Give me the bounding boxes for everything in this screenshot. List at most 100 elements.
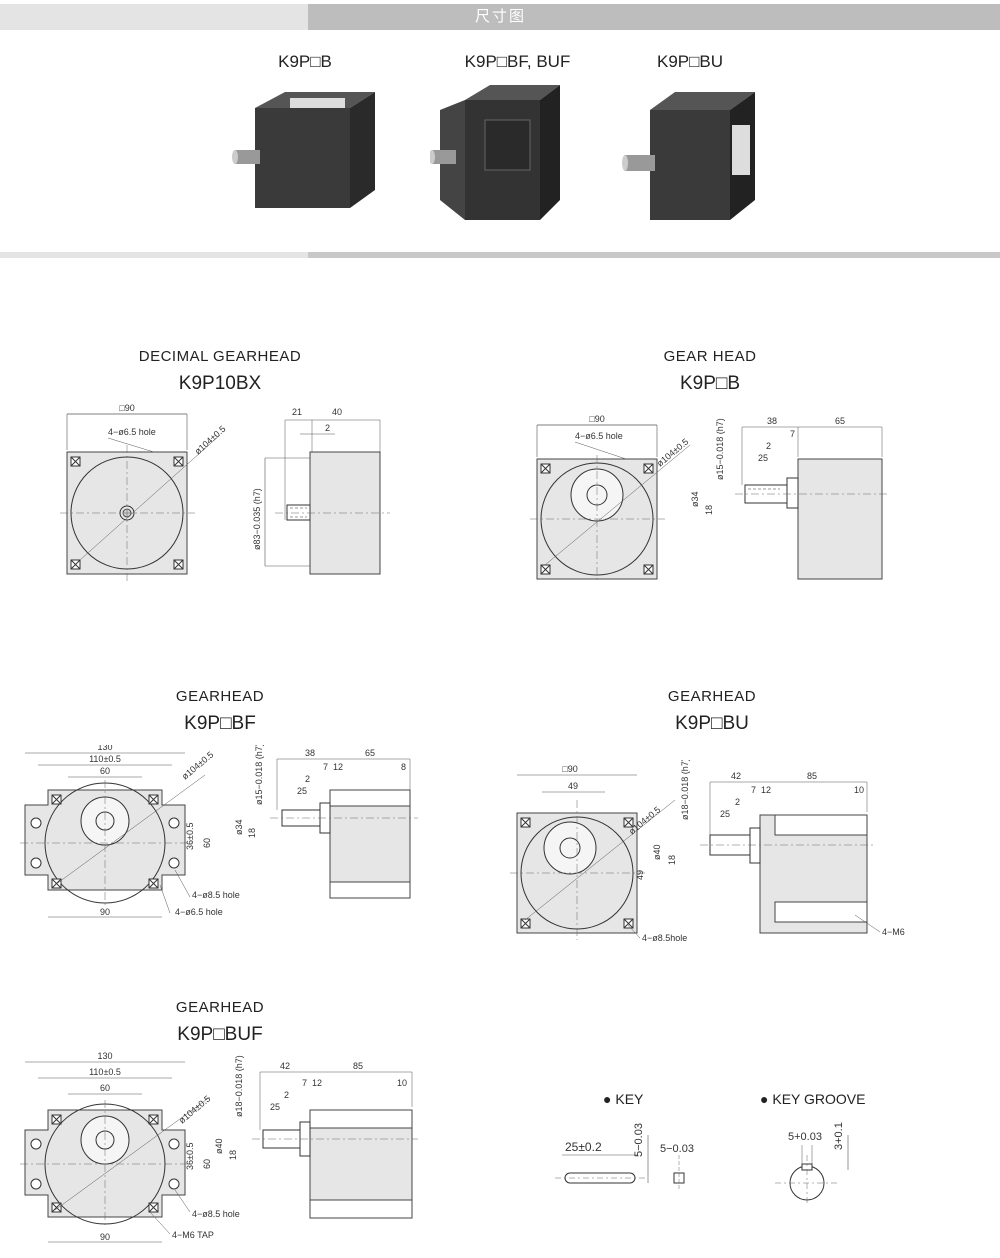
dim-36: 36±0.5 bbox=[185, 823, 195, 850]
dim-shaft: ø18−0.018 (h7) bbox=[680, 760, 690, 820]
dim-65: 65 bbox=[835, 416, 845, 426]
caption-gear-bu: GEARHEAD K9P□BU bbox=[612, 688, 812, 735]
drawing-key-groove: 5+0.03 3+0.1 bbox=[775, 1122, 849, 1205]
drawing-model: K9P□BUF bbox=[177, 1024, 263, 1045]
dim-85: 85 bbox=[807, 771, 817, 781]
section-title: 尺寸图 bbox=[474, 8, 526, 25]
dim-12: 12 bbox=[333, 762, 343, 772]
dim-pcd: ø104±0.5 bbox=[193, 424, 228, 457]
drawing-gear-bu: □90 49 ø104±0.5 49 4−ø8.5hole 42 85 7 12… bbox=[510, 760, 905, 943]
drawing-type: GEARHEAD bbox=[175, 999, 265, 1016]
dim-2: 2 bbox=[325, 423, 330, 433]
dim-60v: 60 bbox=[202, 838, 212, 848]
dim-25: 25 bbox=[297, 786, 307, 796]
drawing-model: K9P□BU bbox=[675, 713, 749, 734]
dim-34: ø34 bbox=[690, 491, 700, 507]
drawing-model: K9P10BX bbox=[178, 373, 262, 394]
dim-10: 10 bbox=[854, 785, 864, 795]
section-divider bbox=[0, 252, 1000, 258]
dim-pcd: ø104±0.5 bbox=[180, 749, 216, 781]
dim-40: ø40 bbox=[214, 1138, 224, 1154]
dim-holes: 4−ø6.5 hole bbox=[108, 427, 156, 437]
drawing-type: GEARHEAD bbox=[667, 688, 757, 705]
groove-w: 5+0.03 bbox=[788, 1131, 822, 1143]
dim-square: □90 bbox=[562, 764, 577, 774]
dim-shaft: ø18−0.018 (h7) bbox=[234, 1055, 244, 1117]
groove-d: 3+0.1 bbox=[833, 1122, 845, 1150]
dim-m6: 4−M6 bbox=[882, 927, 905, 937]
dim-18: 18 bbox=[667, 855, 677, 865]
dim-40: ø40 bbox=[652, 844, 662, 860]
dim-shaft: ø15−0.018 (h7) bbox=[715, 418, 725, 480]
dim-49: 49 bbox=[568, 781, 578, 791]
dim-21: 21 bbox=[292, 407, 302, 417]
dim-pcd: ø104±0.5 bbox=[655, 436, 691, 468]
section-header: 尺寸图 bbox=[0, 4, 1000, 30]
drawing-decimal: □90 4−ø6.5 hole ø104±0.5 21 40 2 ø83−0.0… bbox=[60, 403, 390, 582]
dim-2: 2 bbox=[284, 1090, 289, 1100]
dim-49v: 49 bbox=[635, 870, 645, 880]
dim-hole65: 4−ø6.5 hole bbox=[175, 907, 223, 917]
dim-18: 18 bbox=[247, 828, 257, 838]
key-groove-label-text: KEY GROOVE bbox=[772, 1091, 866, 1107]
drawing-type: DECIMAL GEARHEAD bbox=[138, 348, 302, 365]
dim-7: 7 bbox=[323, 762, 328, 772]
dim-130: 130 bbox=[97, 1052, 112, 1061]
dim-7: 7 bbox=[790, 429, 795, 439]
dim-7: 7 bbox=[751, 785, 756, 795]
key-groove-label: ● KEY GROOVE bbox=[760, 1091, 866, 1107]
drawing-model: K9P□B bbox=[679, 373, 741, 394]
caption-decimal: DECIMAL GEARHEAD K9P10BX bbox=[110, 348, 330, 395]
product-label-bu: K9P□BU bbox=[656, 52, 724, 71]
dim-130: 130 bbox=[97, 745, 112, 752]
dim-65: 65 bbox=[365, 748, 375, 758]
dim-110: 110±0.5 bbox=[89, 1067, 121, 1077]
dim-shaft: ø15−0.018 (h7) bbox=[254, 745, 264, 805]
dim-2: 2 bbox=[766, 441, 771, 451]
dim-2: 2 bbox=[305, 774, 310, 784]
dim-90: 90 bbox=[100, 1232, 110, 1242]
dim-60v: 60 bbox=[202, 1159, 212, 1169]
dim-25: 25 bbox=[758, 453, 768, 463]
dim-pilot: ø83−0.035 (h7) bbox=[252, 488, 262, 550]
key-w: 5−0.03 bbox=[660, 1143, 694, 1155]
drawing-model: K9P□BF bbox=[184, 713, 256, 734]
dim-hole85: 4−ø8.5hole bbox=[642, 933, 687, 943]
dim-38: 38 bbox=[305, 748, 315, 758]
key-label-text: KEY bbox=[615, 1091, 644, 1107]
caption-gear-b: GEAR HEAD K9P□B bbox=[610, 348, 810, 395]
drawing-gear-buf: 130 110±0.5 60 ø104±0.5 36±0.5 60 4−ø8.5… bbox=[20, 1052, 418, 1243]
dim-18: 18 bbox=[228, 1150, 238, 1160]
drawing-type: GEARHEAD bbox=[175, 688, 265, 705]
drawing-gear-b: □90 4−ø6.5 hole ø104±0.5 38 65 7 2 25 ø1… bbox=[530, 414, 890, 583]
product-photo-b bbox=[232, 92, 375, 208]
dim-42: 42 bbox=[280, 1061, 290, 1071]
product-photo-bu bbox=[622, 92, 755, 220]
dim-85: 85 bbox=[353, 1061, 363, 1071]
dim-holes: 4−ø6.5 hole bbox=[575, 431, 623, 441]
dim-90: 90 bbox=[100, 907, 110, 917]
dim-square: □90 bbox=[119, 403, 134, 413]
dim-34: ø34 bbox=[234, 819, 244, 835]
caption-gear-bf: GEARHEAD K9P□BF bbox=[120, 688, 320, 735]
dim-12: 12 bbox=[312, 1078, 322, 1088]
dim-18: 18 bbox=[704, 505, 714, 515]
dim-110: 110±0.5 bbox=[89, 754, 121, 764]
dim-square: □90 bbox=[589, 414, 604, 424]
dim-10: 10 bbox=[397, 1078, 407, 1088]
dim-40: 40 bbox=[332, 407, 342, 417]
drawing-gear-bf: 130 110±0.5 60 ø104±0.5 36±0.5 60 4−ø8.5… bbox=[20, 745, 418, 918]
dim-12: 12 bbox=[761, 785, 771, 795]
product-label-bf: K9P□BF, BUF bbox=[464, 52, 571, 71]
key-label: ● KEY bbox=[603, 1091, 644, 1107]
dim-60: 60 bbox=[100, 766, 110, 776]
dim-hole85: 4−ø8.5 hole bbox=[192, 1209, 240, 1219]
dim-8: 8 bbox=[401, 762, 406, 772]
dim-25: 25 bbox=[270, 1102, 280, 1112]
dim-42: 42 bbox=[731, 771, 741, 781]
dim-25: 25 bbox=[720, 809, 730, 819]
dim-60: 60 bbox=[100, 1083, 110, 1093]
caption-gear-buf: GEARHEAD K9P□BUF bbox=[120, 999, 320, 1046]
dim-7: 7 bbox=[302, 1078, 307, 1088]
drawing-key: 25±0.2 5−0.03 5−0.03 bbox=[555, 1123, 694, 1190]
